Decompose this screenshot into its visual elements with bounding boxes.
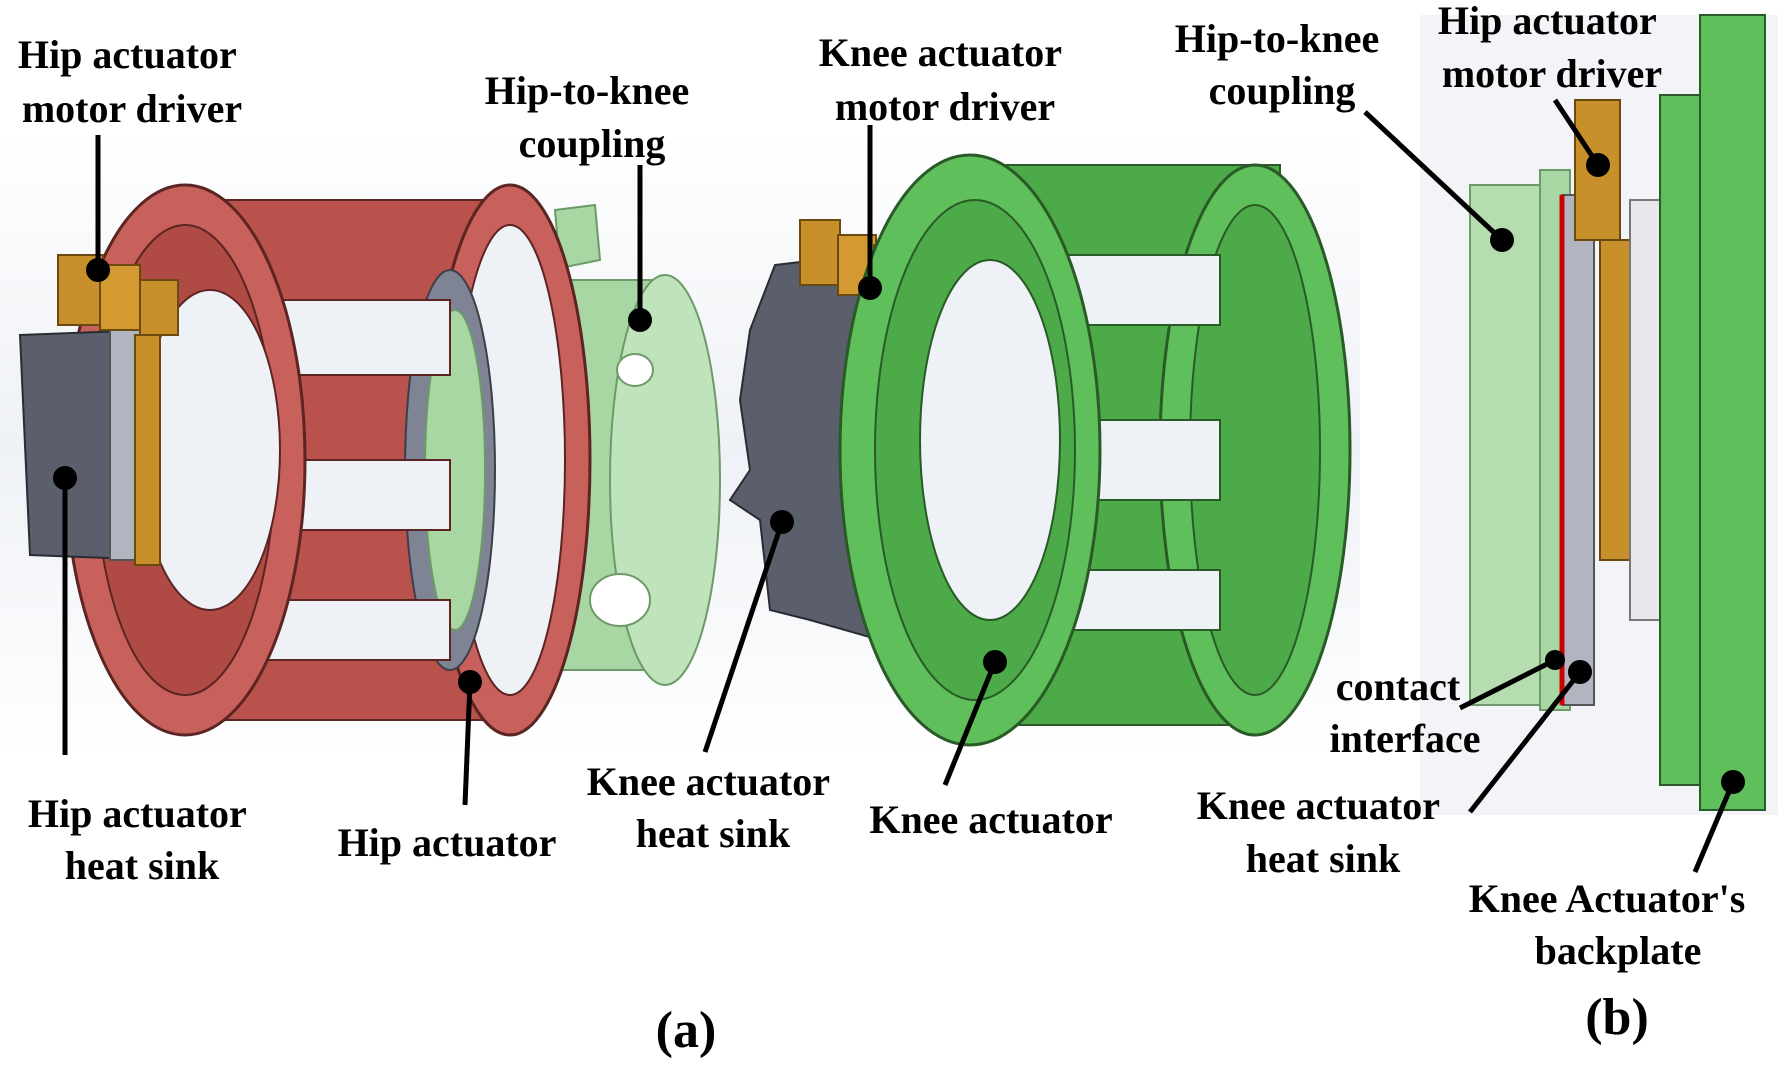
label-hip-heat-sink-line1: Hip actuator bbox=[28, 791, 246, 836]
label-b-knee-heat-sink: Knee actuator heat sink bbox=[1197, 783, 1450, 881]
label-b-coupling-line1: Hip-to-knee bbox=[1175, 16, 1379, 61]
label-b-contact-line1: contact bbox=[1336, 664, 1461, 709]
section-coupling-part bbox=[1469, 169, 1571, 711]
label-hip-heat-sink: Hip actuator heat sink bbox=[28, 791, 256, 888]
label-hip-motor-driver-line2: motor driver bbox=[22, 86, 242, 131]
label-hip-to-knee-coupling-line2: coupling bbox=[519, 121, 666, 166]
label-b-hip-driver-line1: Hip actuator bbox=[1438, 0, 1656, 43]
leader-hip-heat-sink bbox=[53, 466, 77, 755]
leader-b-backplate bbox=[1692, 770, 1745, 873]
label-b-hip-driver-line2: motor driver bbox=[1442, 51, 1662, 96]
label-b-backplate: Knee Actuator's backplate bbox=[1469, 876, 1756, 973]
label-hip-to-knee-coupling: Hip-to-knee coupling bbox=[485, 68, 699, 166]
label-knee-actuator: Knee actuator bbox=[869, 797, 1112, 842]
label-hip-motor-driver-line1: Hip actuator bbox=[18, 32, 236, 77]
label-b-coupling-line2: coupling bbox=[1209, 68, 1356, 113]
knee-actuator-part bbox=[838, 153, 1352, 747]
leader-b-hip-driver bbox=[1552, 98, 1610, 177]
leader-hip-motor-driver bbox=[86, 135, 110, 282]
label-knee-heat-sink-line1: Knee actuator bbox=[587, 759, 830, 804]
label-b-contact-line2: interface bbox=[1329, 716, 1480, 761]
section-knee-heat-sink-part bbox=[1561, 194, 1595, 706]
label-knee-motor-driver-line1: Knee actuator bbox=[819, 30, 1062, 75]
label-hip-heat-sink-line2: heat sink bbox=[65, 843, 220, 888]
leader-b-knee-heat-sink bbox=[1468, 660, 1592, 814]
leader-b-contact-interface bbox=[1458, 650, 1565, 711]
label-b-knee-heat-sink-line1: Knee actuator bbox=[1197, 783, 1440, 828]
leader-b-coupling bbox=[1363, 110, 1514, 252]
label-hip-to-knee-coupling-line1: Hip-to-knee bbox=[485, 68, 689, 113]
label-b-coupling: Hip-to-knee coupling bbox=[1175, 16, 1389, 113]
label-b-hip-driver: Hip actuator motor driver bbox=[1438, 0, 1666, 96]
leader-hip-to-knee-coupling bbox=[628, 165, 652, 332]
label-b-backplate-line2: backplate bbox=[1535, 928, 1702, 973]
label-knee-heat-sink-line2: heat sink bbox=[636, 811, 791, 856]
leader-hip-actuator bbox=[458, 670, 482, 806]
section-knee-actuator-part bbox=[1629, 94, 1701, 786]
label-knee-motor-driver: Knee actuator motor driver bbox=[819, 30, 1072, 129]
label-b-contact-interface: contact interface bbox=[1329, 664, 1480, 761]
label-b-knee-heat-sink-line2: heat sink bbox=[1246, 836, 1401, 881]
section-backplate-part bbox=[1699, 14, 1766, 811]
label-knee-motor-driver-line2: motor driver bbox=[835, 84, 1055, 129]
label-hip-motor-driver: Hip actuator motor driver bbox=[18, 32, 246, 131]
panel-label-a: (a) bbox=[656, 1002, 717, 1059]
label-knee-heat-sink: Knee actuator heat sink bbox=[587, 759, 840, 856]
leader-knee-heat-sink bbox=[702, 510, 794, 753]
panel-label-b: (b) bbox=[1585, 989, 1649, 1046]
label-b-backplate-line1: Knee Actuator's bbox=[1469, 876, 1746, 921]
label-hip-actuator: Hip actuator bbox=[338, 820, 557, 865]
leader-knee-motor-driver bbox=[858, 125, 882, 300]
hip-heat-sink-part bbox=[18, 319, 162, 566]
leader-knee-actuator bbox=[942, 650, 1007, 786]
